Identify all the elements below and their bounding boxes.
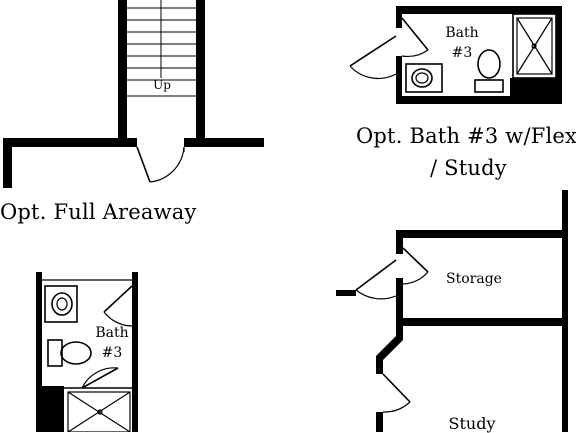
bath3-top-wall-bottom [396,96,562,104]
bath3-top-door-outer [349,35,397,80]
study-wall-right [562,190,568,432]
study-door [382,373,411,413]
bath3-top-wall-left-upper [396,6,402,28]
bath3-top-label-line2: #3 [451,45,473,61]
storage-label: Storage [446,271,502,287]
caption-bath3-flex-line2: / Study [430,156,507,180]
bath3-top-shower [512,13,557,79]
areaway-door [136,146,185,183]
bath3-top-chase [510,78,562,102]
bath3-left-shower [64,367,132,432]
bath3-left-sink [44,285,78,323]
storage-wall-bottom [403,318,568,326]
stair-wall-right [196,0,205,146]
study-wall-left-mid [396,278,403,326]
bath3-top-toilet [474,49,504,93]
areaway-plan [3,0,264,188]
bath3-top-wall-right [556,6,562,104]
areaway-wall-left-stub [3,138,12,188]
bath3-top-sink [405,63,443,93]
stair-wall-left [118,0,127,146]
bath3-top-plan [349,6,562,104]
bath3-left-plan [36,272,138,432]
bath3-left-wall-left [36,272,42,432]
study-wall-left-bottom [376,412,383,432]
caption-full-areaway: Opt. Full Areaway [0,200,197,224]
stair-up-label: Up [153,78,171,92]
bath3-left-wall-right [132,272,138,432]
study-wall-angled [376,326,403,360]
areaway-wall-bottom-left [3,138,137,147]
study-door-outer [355,259,397,300]
areaway-wall-bottom-right [184,138,264,147]
caption-bath3-flex-line1: Opt. Bath #3 w/Flex [356,124,576,148]
bath3-top-label-line1: Bath [445,25,479,41]
bath3-top-wall-top [396,6,562,14]
bath3-top-door-inner [401,17,429,58]
bath3-left-door [103,285,133,327]
study-wall-stub [336,290,356,296]
study-label: Study [448,414,496,433]
study-wall-top [396,230,568,238]
bath3-left-toilet [47,339,92,367]
bath3-left-chase [36,386,64,432]
study-wall-left-upper [396,230,403,254]
storage-door [402,247,429,285]
bath3-top-wall-left-lower [396,56,402,104]
study-wall-left-lower [376,356,383,374]
flex-study-plan [336,190,568,432]
bath3-left-label-line2: #3 [101,345,123,361]
bath3-left-label-line1: Bath [95,325,129,341]
